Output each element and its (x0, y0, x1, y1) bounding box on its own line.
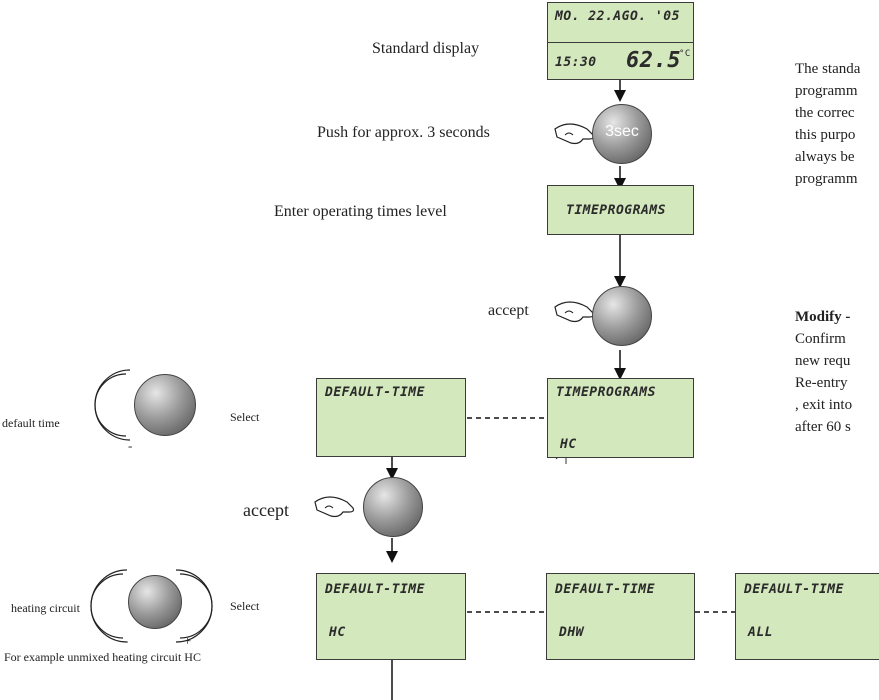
lcd-timeprograms-hc: TIMEPROGRAMS HC (547, 378, 694, 458)
right-text-m2: new requ (795, 353, 851, 369)
right-text-line4: this purpo (795, 127, 856, 143)
lcd-default-time-all: DEFAULT-TIME ALL (735, 573, 879, 660)
right-text-modify: Modify - (795, 309, 851, 325)
lcd-time: 15:30 (555, 55, 597, 70)
label-enter-level: Enter operating times level (274, 203, 447, 220)
lcd-default-time-text-4: DEFAULT-TIME (744, 582, 844, 597)
lcd-timeprograms-title: TIMEPROGRAMS (556, 385, 656, 400)
lcd-all: ALL (748, 625, 773, 640)
lcd-default-time-dhw: DEFAULT-TIME DHW (546, 573, 695, 660)
lcd-default-time-text: DEFAULT-TIME (325, 385, 425, 400)
plus-heating-circuit: + (184, 633, 192, 648)
right-text-line1: The standa (795, 61, 861, 77)
knob-default-time[interactable] (134, 374, 196, 436)
minus-default-time: - (128, 438, 133, 453)
right-text-line5: always be (795, 149, 855, 165)
lcd-temperature: 62.5 (626, 48, 681, 73)
knob-heating-circuit[interactable] (128, 575, 182, 629)
lcd-timeprograms-flashing: TIMEPROGRAMS (547, 185, 694, 235)
knob-3sec[interactable]: 3sec (592, 104, 652, 164)
lcd-default-time-text-3: DEFAULT-TIME (555, 582, 655, 597)
knob-accept-2[interactable] (363, 477, 423, 537)
lcd-dhw: DHW (559, 625, 584, 640)
right-text-line6: programm (795, 171, 858, 187)
lcd-date: MO. 22.AGO. '05 (555, 9, 680, 24)
knob-3sec-label: 3sec (605, 123, 639, 140)
label-default-time: default time (2, 416, 60, 430)
right-text-m5: after 60 s (795, 419, 851, 435)
lcd-default-time-text-2: DEFAULT-TIME (325, 582, 425, 597)
right-text-m4: , exit into (795, 397, 853, 413)
label-select-2: Select (230, 599, 260, 613)
right-text-m3: Re-entry (795, 375, 848, 391)
lcd-default-time-hc: DEFAULT-TIME HC (316, 573, 466, 660)
right-text-line2: programm (795, 83, 858, 99)
lcd-standard-display: MO. 22.AGO. '05 15:30 62.5 °C (547, 2, 694, 80)
label-push-3s: Push for approx. 3 seconds (317, 124, 490, 141)
label-heating-circuit: heating circuit (11, 601, 80, 615)
lcd-hc-default: HC (329, 625, 346, 640)
label-example: For example unmixed heating circuit HC (4, 650, 201, 664)
hand-press-icon-3 (313, 488, 359, 524)
lcd-timeprograms-text: TIMEPROGRAMS (566, 203, 666, 218)
label-standard-display: Standard display (372, 40, 480, 57)
right-text-m1: Confirm (795, 331, 846, 347)
lcd-divider (548, 42, 693, 43)
minus-heating-circuit: - (124, 633, 129, 648)
lcd-temp-unit: °C (679, 49, 691, 59)
lcd-default-time: DEFAULT-TIME (316, 378, 466, 457)
rotation-arc-heating-circuit (90, 569, 213, 643)
lcd-hc-tp: HC (560, 437, 577, 452)
label-select-1: Select (230, 410, 260, 424)
rotation-arc-default-time (94, 369, 131, 441)
label-accept-1: accept (488, 302, 529, 319)
knob-accept-1[interactable] (592, 286, 652, 346)
label-accept-2: accept (243, 500, 289, 520)
right-text-line3: the correc (795, 105, 855, 121)
